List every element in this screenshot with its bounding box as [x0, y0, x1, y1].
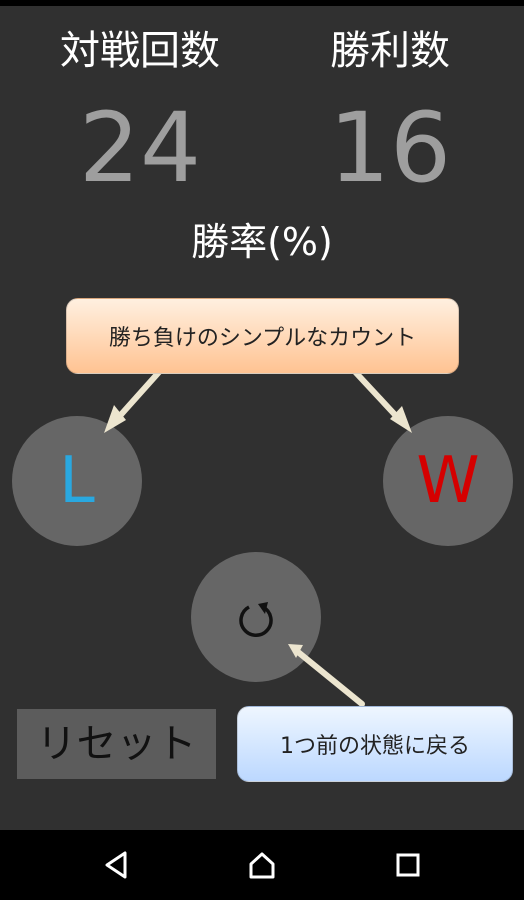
- home-icon: [249, 852, 275, 879]
- win-button-label: W: [416, 444, 480, 518]
- nav-home-button[interactable]: [222, 830, 302, 900]
- nav-recent-button[interactable]: [368, 830, 448, 900]
- recent-apps-icon: [396, 853, 420, 877]
- back-triangle-icon: [105, 851, 127, 879]
- wins-count: 16: [328, 92, 452, 204]
- undo-callout: 1つ前の状態に戻る: [237, 706, 513, 782]
- app-screen: 対戦回数 勝利数 24 16 勝率(%) L W リセット 勝ち負けのシンプルな…: [0, 6, 524, 830]
- battles-label: 対戦回数: [60, 28, 220, 74]
- win-button[interactable]: W: [383, 416, 513, 546]
- status-bar: [0, 0, 524, 6]
- win-rate-label: 勝率(%): [191, 220, 333, 264]
- lose-button[interactable]: L: [12, 416, 142, 546]
- arrow-to-undo: [295, 649, 365, 707]
- wins-label: 勝利数: [330, 28, 450, 74]
- lose-button-label: L: [59, 444, 95, 518]
- navigation-bar: [0, 830, 524, 900]
- nav-back-button[interactable]: [77, 830, 157, 900]
- simple-count-callout: 勝ち負けのシンプルなカウント: [66, 298, 459, 374]
- battles-count: 24: [78, 92, 202, 204]
- undo-button[interactable]: [191, 552, 321, 682]
- reset-button[interactable]: リセット: [17, 709, 216, 779]
- undo-icon: [239, 602, 273, 637]
